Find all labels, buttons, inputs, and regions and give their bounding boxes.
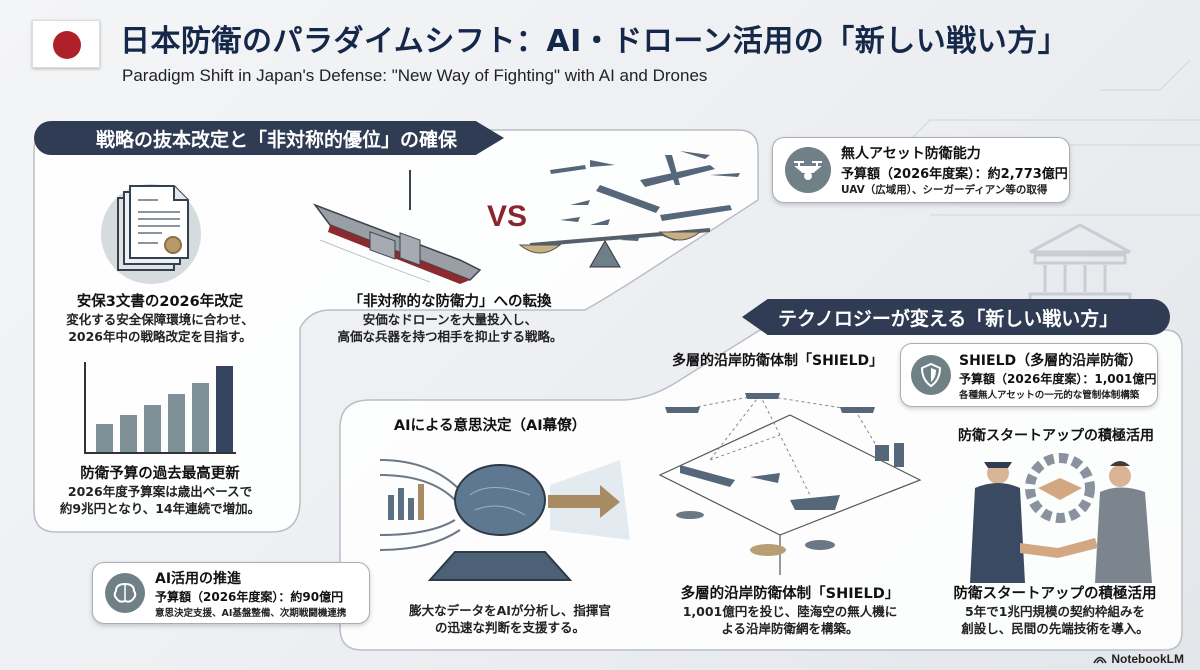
unmanned-assets-callout: 無人アセット防衛能力 予算額（2026年度案）：約2,773億円 UAV（広域用… — [772, 137, 1070, 203]
drone-icon — [785, 147, 831, 193]
ai-decision-block: 膨大なデータをAIが分析し、指揮官 の迅速な判断を支援する。 — [360, 602, 660, 636]
shield-callout-detail: 各種無人アセットの一元的な管制体制構築 — [959, 389, 1140, 401]
section2-heading: テクノロジーが変える「新しい戦い方」 — [778, 307, 1119, 330]
startup-top-title: 防衛スタートアップの積極活用 — [958, 428, 1154, 444]
asymmetric-body-line2: 高価な兵器を持つ相手を抑止する戦略。 — [337, 329, 563, 344]
notebooklm-logo-icon — [1093, 656, 1108, 664]
shield-icon — [911, 355, 951, 395]
budget-bar — [96, 424, 113, 452]
asymmetric-body-line1: 安価なドローンを大量投入し、 — [362, 312, 538, 327]
ai-callout-budget: 予算額（2026年度案）：約90億円 — [155, 589, 344, 604]
handshake-illustration — [970, 453, 1152, 583]
unmanned-callout-detail: UAV（広域用）、シーガーディアン等の取得 — [841, 184, 1048, 196]
budget-bar — [192, 383, 209, 452]
ai-callout-detail: 意思決定支援、AI基盤整備、次期戦闘機連携 — [155, 607, 347, 619]
documents-body-line1: 変化する安全保障環境に合わせ、 — [66, 312, 254, 327]
budget-bar — [144, 405, 161, 452]
ai-decision-body-line1: 膨大なデータをAIが分析し、指揮官 — [409, 603, 611, 618]
government-building-icon — [1028, 223, 1132, 304]
budget-bar — [120, 415, 137, 452]
documents-block: 安保3文書の2026年改定 変化する安全保障環境に合わせ、 2026年中の戦略改… — [40, 290, 280, 345]
section2-heading-band: テクノロジーが変える「新しい戦い方」 — [742, 299, 1170, 335]
notebooklm-brand: NotebookLM — [1093, 652, 1184, 666]
unmanned-callout-budget: 予算額（2026年度案）：約2,773億円 — [841, 167, 1068, 182]
budget-body-line1: 2026年度予算案は歳出ベースで — [67, 484, 253, 499]
ai-utilization-callout: AI活用の推進 予算額（2026年度案）：約90億円 意思決定支援、AI基盤整備… — [92, 562, 370, 624]
startup-body-line2: 創設し、民間の先端技術を導入。 — [961, 621, 1149, 636]
shield-body-line1: 1,001億円を投じ、陸海空の無人機に — [682, 604, 898, 619]
budget-bar-chart — [84, 362, 236, 454]
shield-top-title: 多層的沿岸防衛体制「SHIELD」 — [672, 353, 884, 369]
page-subtitle: Paradigm Shift in Japan's Defense: "New … — [122, 66, 708, 85]
shield-title: 多層的沿岸防衛体制「SHIELD」 — [680, 586, 900, 602]
startup-body-line1: 5年で1兆円規模の契約枠組みを — [965, 604, 1145, 619]
section1-heading-band: 戦略の抜本改定と「非対称的優位」の確保 — [34, 121, 504, 155]
drone-swarm-illustration — [518, 151, 740, 268]
documents-icon — [101, 184, 201, 284]
budget-bar — [168, 394, 185, 452]
startup-title: 防衛スタートアップの積極活用 — [953, 586, 1157, 602]
vs-label: VS — [487, 200, 528, 233]
shield-network-illustration — [658, 393, 922, 575]
shield-callout-budget: 予算額（2026年度案）：1,001億円 — [959, 371, 1157, 386]
asymmetric-block: 「非対称的な防衛力」への転換 安価なドローンを大量投入し、 高価な兵器を持つ相手… — [300, 290, 600, 345]
budget-title: 防衛予算の過去最高更新 — [80, 466, 240, 482]
brain-icon — [105, 573, 145, 613]
documents-title: 安保3文書の2026年改定 — [76, 294, 244, 310]
section1-heading: 戦略の抜本改定と「非対称的優位」の確保 — [96, 128, 458, 151]
shield-callout: SHIELD（多層的沿岸防衛） 予算額（2026年度案）：1,001億円 各種無… — [900, 343, 1158, 407]
ai-brain-illustration — [379, 459, 630, 581]
page-title: 日本防衛のパラダイムシフト：AI・ドローン活用の「新しい戦い方」 — [120, 24, 1069, 59]
ai-callout-title: AI活用の推進 — [155, 570, 242, 587]
shield-body-line2: よる沿岸防衛網を構築。 — [721, 621, 859, 636]
japan-flag-icon — [32, 20, 100, 68]
brand-label: NotebookLM — [1111, 652, 1184, 666]
budget-bar — [216, 366, 233, 452]
shield-block: 多層的沿岸防衛体制「SHIELD」 1,001億円を投じ、陸海空の無人機に よる… — [660, 582, 920, 637]
documents-body-line2: 2026年中の戦略改定を目指す。 — [68, 329, 252, 344]
budget-block: 防衛予算の過去最高更新 2026年度予算案は歳出ベースで 約9兆円となり、14年… — [40, 462, 280, 517]
ai-decision-body-line2: の迅速な判断を支援する。 — [434, 620, 585, 635]
warship-illustration — [312, 170, 482, 284]
startup-block: 防衛スタートアップの積極活用 5年で1兆円規模の契約枠組みを 創設し、民間の先端… — [935, 582, 1175, 637]
asymmetric-title: 「非対称的な防衛力」への転換 — [348, 294, 552, 310]
shield-callout-title: SHIELD（多層的沿岸防衛） — [959, 352, 1143, 369]
budget-body-line2: 約9兆円となり、14年連続で増加。 — [59, 501, 261, 516]
ai-decision-title: AIによる意思決定（AI幕僚） — [393, 418, 587, 434]
unmanned-callout-title: 無人アセット防衛能力 — [841, 146, 981, 162]
